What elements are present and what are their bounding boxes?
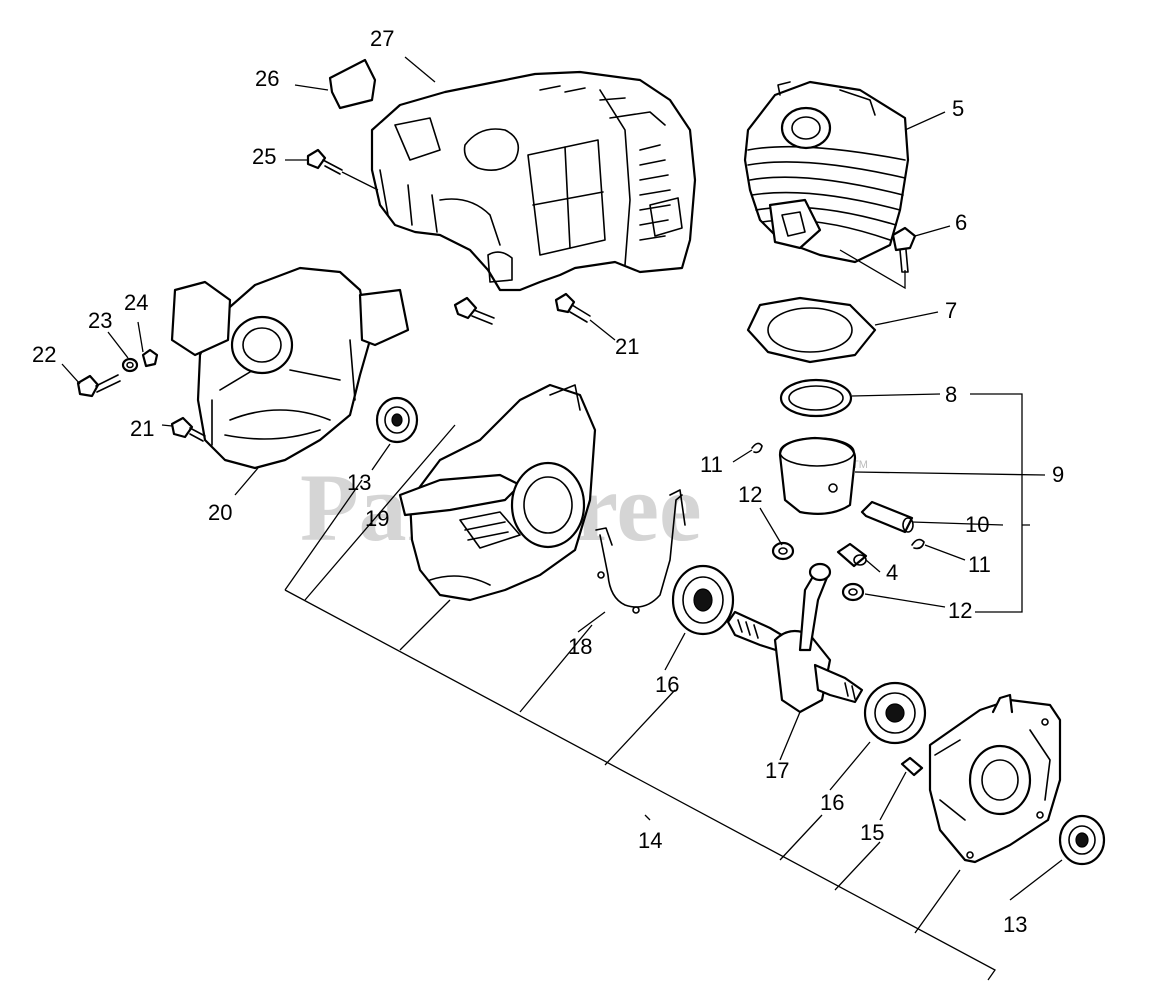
piston-clip-part-b[interactable]: [911, 538, 925, 550]
callout-20[interactable]: 20: [208, 500, 232, 525]
housing-screw-part-a[interactable]: [170, 416, 206, 442]
callout-10[interactable]: 10: [965, 512, 989, 537]
piston-clip-part-a[interactable]: [751, 442, 763, 454]
callout-23[interactable]: 23: [88, 308, 112, 333]
piston-pin-part[interactable]: [860, 500, 914, 534]
callout-4[interactable]: 4: [886, 560, 898, 585]
bracket-clip-part[interactable]: [595, 489, 686, 614]
callout-24[interactable]: 24: [124, 290, 148, 315]
crankcase-half-part[interactable]: [398, 296, 597, 602]
hex-nut-part[interactable]: [141, 348, 159, 368]
thrust-washer-part-b[interactable]: [841, 582, 865, 602]
oil-seal-part-b[interactable]: [1058, 814, 1106, 866]
dowel-pin-part[interactable]: [900, 756, 924, 777]
callout-5[interactable]: 5: [952, 96, 964, 121]
callout-14[interactable]: 14: [638, 828, 662, 853]
piston-ring-part[interactable]: [779, 378, 853, 418]
callout-18[interactable]: 18: [568, 634, 592, 659]
callout-26[interactable]: 26: [255, 66, 279, 91]
watermark-tm: TM: [852, 459, 868, 471]
oil-seal-part-a[interactable]: [375, 396, 419, 444]
ball-bearing-part-b[interactable]: [863, 681, 927, 745]
callout-6[interactable]: 6: [955, 210, 967, 235]
thrust-washer-part-a[interactable]: [771, 541, 795, 561]
callout-7[interactable]: 7: [945, 298, 957, 323]
callout-13-a[interactable]: 13: [347, 470, 371, 495]
engine-cover-part[interactable]: [370, 70, 697, 292]
callout-19[interactable]: 19: [365, 506, 389, 531]
callout-12-b[interactable]: 12: [948, 598, 972, 623]
piston-part[interactable]: [778, 436, 857, 515]
fan-housing-part[interactable]: [170, 266, 410, 470]
crankshaft-part[interactable]: [726, 562, 864, 714]
leader-lines: [61, 56, 1063, 981]
callout-21-a[interactable]: 21: [130, 416, 154, 441]
callout-8[interactable]: 8: [945, 382, 957, 407]
callout-15[interactable]: 15: [860, 820, 884, 845]
callout-9[interactable]: 9: [1052, 462, 1064, 487]
callout-11-b[interactable]: 11: [968, 552, 991, 577]
callout-25[interactable]: 25: [252, 144, 276, 169]
callout-17[interactable]: 17: [765, 758, 789, 783]
housing-bolt-part[interactable]: [76, 374, 121, 398]
callout-13-b[interactable]: 13: [1003, 912, 1027, 937]
cover-screw-part-b[interactable]: [554, 292, 591, 323]
callout-21-b[interactable]: 21: [615, 334, 639, 359]
cylinder-part[interactable]: [743, 80, 910, 264]
lock-washer-part[interactable]: [121, 357, 139, 373]
crankcase-right-part[interactable]: [928, 693, 1062, 864]
callout-16-b[interactable]: 16: [820, 790, 844, 815]
cylinder-bolt-part[interactable]: [891, 226, 917, 273]
callout-16-a[interactable]: 16: [655, 672, 679, 697]
cover-screw-part[interactable]: [306, 148, 343, 175]
callout-22[interactable]: 22: [32, 342, 56, 367]
callout-labels: 27 26 25 5 6 7 8 9 10 11 11 12 12 4 24 2…: [32, 26, 1064, 937]
callout-27[interactable]: 27: [370, 26, 394, 51]
decal-part[interactable]: [328, 58, 377, 110]
needle-bearing-part[interactable]: [836, 542, 868, 568]
callout-12-a[interactable]: 12: [738, 482, 762, 507]
ball-bearing-part-a[interactable]: [671, 564, 735, 636]
callout-11-a[interactable]: 11: [700, 452, 723, 477]
cylinder-gasket-part[interactable]: [746, 296, 877, 364]
